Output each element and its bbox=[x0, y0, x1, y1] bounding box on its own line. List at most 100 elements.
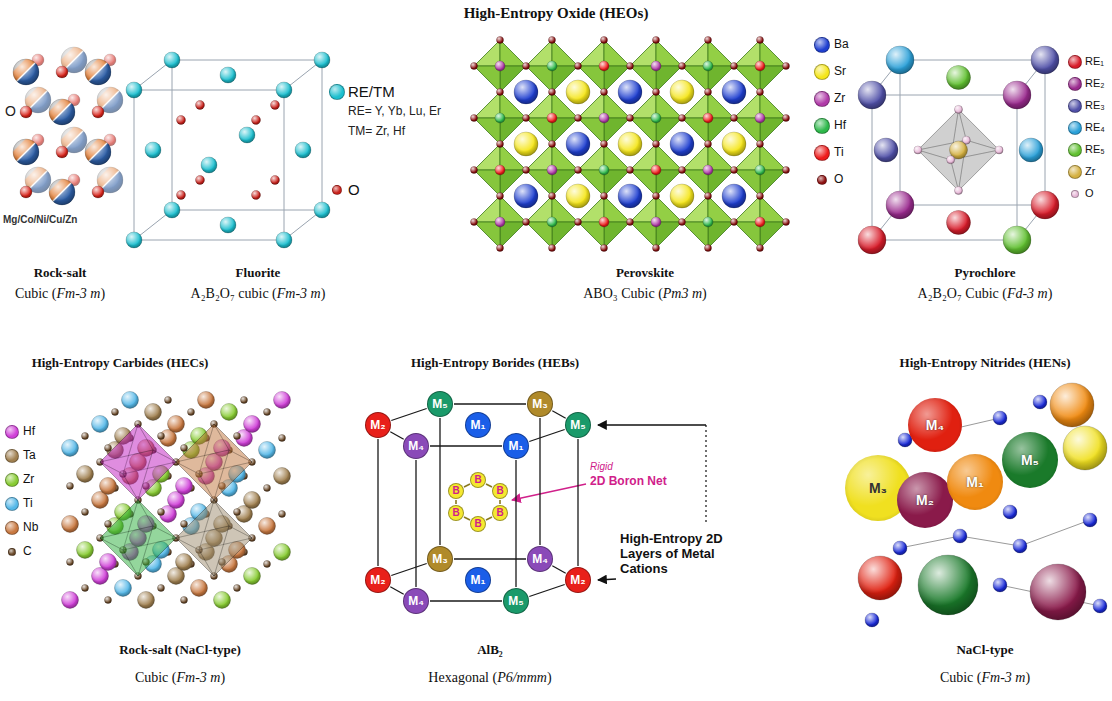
sphere-highlight bbox=[601, 141, 608, 148]
sphere-shade bbox=[92, 106, 104, 118]
a-site-cation bbox=[566, 184, 590, 208]
sphere-shade bbox=[196, 176, 205, 185]
section-heading: High-Entropy Borides (HEBs) bbox=[411, 356, 579, 371]
b-site-cation bbox=[599, 113, 609, 123]
sphere-highlight bbox=[13, 139, 39, 165]
sphere-shade bbox=[56, 146, 68, 158]
sphere-highlight bbox=[252, 191, 261, 200]
legend-swatch bbox=[817, 175, 827, 185]
legend-text: RE₁ bbox=[1085, 55, 1104, 68]
structure-name: Pyrochlore bbox=[955, 266, 1016, 281]
sphere-highlight bbox=[122, 392, 139, 409]
sphere-shade bbox=[221, 404, 238, 421]
sphere-highlight bbox=[49, 99, 75, 125]
octahedron-face bbox=[708, 40, 734, 66]
sphere-shade bbox=[122, 392, 139, 409]
sphere-shade bbox=[244, 492, 261, 509]
sphere-shade bbox=[176, 554, 193, 571]
sphere-shade bbox=[601, 193, 608, 200]
sphere-highlight bbox=[670, 80, 694, 104]
metal-cation bbox=[1063, 426, 1107, 470]
oxygen-atom bbox=[196, 176, 205, 185]
legend-text: Nb bbox=[23, 521, 38, 535]
sphere-highlight bbox=[1030, 564, 1086, 620]
sphere-shade bbox=[783, 167, 790, 174]
carbon-atom bbox=[112, 409, 119, 416]
sphere-highlight bbox=[176, 554, 193, 571]
carbon-atom bbox=[82, 585, 89, 592]
oxygen-atom bbox=[757, 141, 764, 148]
unit-cell-edge bbox=[172, 60, 173, 210]
oxygen-atom bbox=[271, 101, 280, 110]
sphere-highlight bbox=[993, 411, 1007, 425]
sphere-highlight bbox=[547, 113, 557, 123]
carbide-structure bbox=[62, 392, 291, 609]
sphere-shade bbox=[276, 232, 292, 248]
sphere-highlight bbox=[56, 146, 68, 158]
sphere-shade bbox=[234, 509, 241, 516]
sphere-shade bbox=[653, 89, 660, 96]
atom-label: M₂ bbox=[570, 574, 585, 586]
sphere-shade bbox=[549, 89, 556, 96]
sphere-highlight bbox=[653, 37, 660, 44]
sphere-highlight bbox=[679, 219, 686, 226]
b-site-cation bbox=[703, 61, 713, 71]
element-note: RE= Y, Yb, Lu, Er bbox=[348, 105, 441, 119]
sphere-shade bbox=[471, 219, 478, 226]
sphere-shade bbox=[164, 52, 180, 68]
boron-bond bbox=[486, 484, 492, 487]
legend-swatch bbox=[1068, 121, 1082, 135]
sphere-shade bbox=[705, 89, 712, 96]
italic-part: Fm-3 m bbox=[982, 670, 1026, 685]
sphere-shade bbox=[601, 37, 608, 44]
sphere-highlight bbox=[497, 141, 504, 148]
b-site-cation bbox=[755, 113, 765, 123]
sphere-highlight bbox=[201, 157, 217, 173]
sphere-highlight bbox=[653, 141, 660, 148]
b-site-cation bbox=[755, 217, 765, 227]
atom-label: M₅ bbox=[1021, 453, 1039, 467]
sphere-highlight bbox=[82, 509, 89, 516]
sphere-shade bbox=[549, 37, 556, 44]
bond-line bbox=[1020, 520, 1090, 546]
octahedron-face bbox=[100, 450, 153, 500]
dotted-bracket bbox=[705, 425, 706, 524]
sphere-shade bbox=[703, 113, 713, 123]
nitride-atom: M₄ bbox=[908, 398, 962, 452]
sphere-highlight bbox=[214, 592, 231, 609]
annotation: High-Entropy 2D Layers of Metal Cations bbox=[620, 532, 724, 577]
oxygen-atom bbox=[497, 193, 504, 200]
legend-swatch bbox=[5, 497, 19, 511]
nitrogen-atom bbox=[953, 529, 967, 543]
oxygen-atom bbox=[252, 191, 261, 200]
sphere-shade bbox=[995, 146, 1003, 154]
oxygen-atom bbox=[653, 245, 660, 252]
sphere-highlight bbox=[85, 59, 111, 85]
atom-label: M₄ bbox=[408, 595, 424, 607]
oxygen-atom bbox=[497, 89, 504, 96]
sphere-shade bbox=[955, 105, 963, 113]
metal-cation bbox=[13, 59, 39, 85]
legend-swatch bbox=[5, 425, 19, 439]
a-site-cation bbox=[514, 80, 538, 104]
space-group: Cubic (Fm-3 m) bbox=[940, 670, 1030, 686]
sphere-highlight bbox=[651, 165, 661, 175]
sphere-shade bbox=[547, 61, 557, 71]
sphere-shade bbox=[295, 142, 311, 158]
legend-swatch bbox=[1068, 165, 1082, 179]
sphere-shade bbox=[858, 226, 886, 254]
oxygen-atom bbox=[471, 115, 478, 122]
sphere-highlight bbox=[239, 127, 255, 143]
structure-name: NaCl-type bbox=[956, 643, 1013, 658]
b-site-cation bbox=[547, 113, 557, 123]
sphere-highlight bbox=[1093, 599, 1107, 613]
leader-arrow bbox=[598, 579, 616, 580]
sphere-highlight bbox=[783, 219, 790, 226]
oxygen-atom bbox=[955, 187, 963, 195]
sphere-shade bbox=[514, 132, 538, 156]
metal-cation bbox=[115, 580, 132, 597]
sphere-shade bbox=[177, 116, 186, 125]
sphere-shade bbox=[241, 397, 248, 404]
oxygen-atom bbox=[471, 219, 478, 226]
nitride-atom: M₂ bbox=[897, 472, 953, 528]
